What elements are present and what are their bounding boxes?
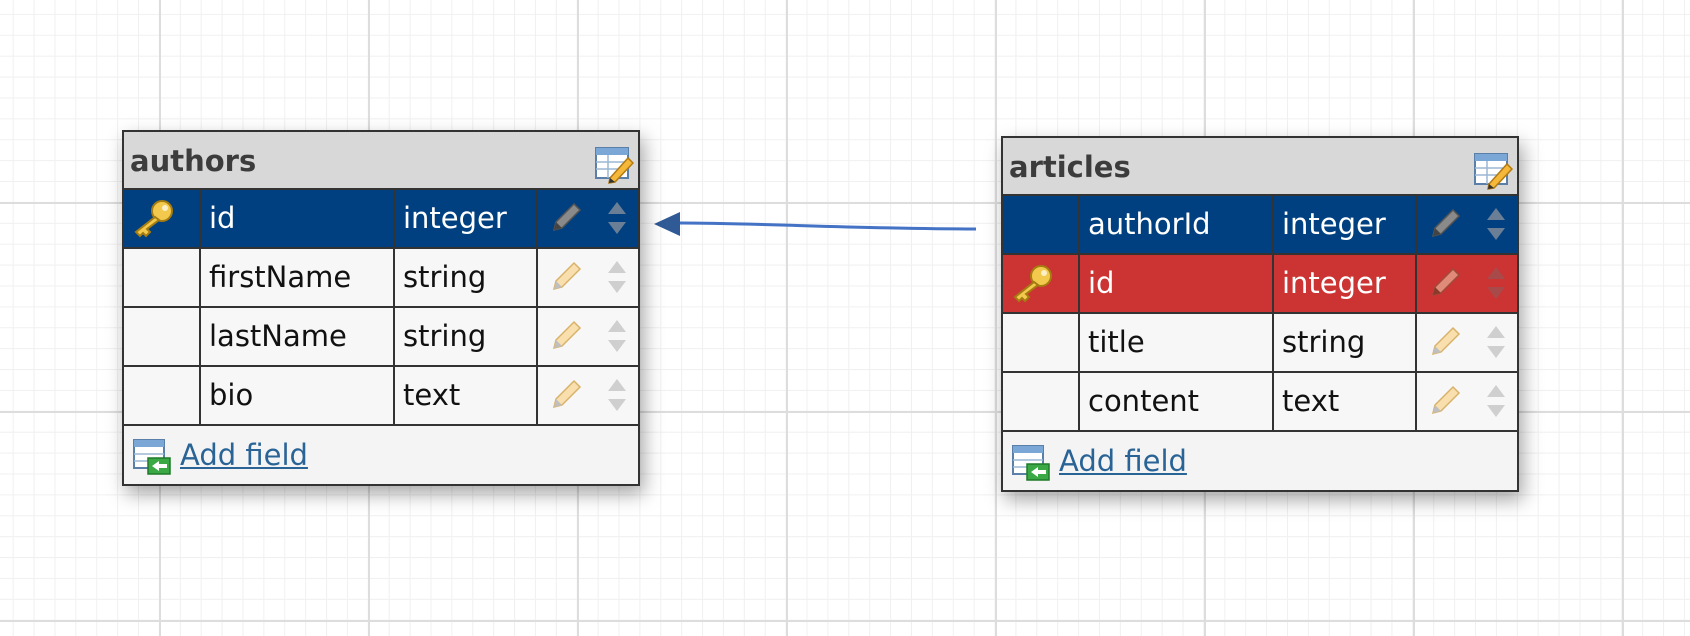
field-controls bbox=[1417, 373, 1517, 430]
pencil-icon[interactable] bbox=[1429, 383, 1463, 417]
sort-arrows-icon[interactable] bbox=[606, 200, 628, 236]
sort-arrows-icon[interactable] bbox=[606, 318, 628, 354]
key-cell bbox=[124, 249, 201, 306]
field-name[interactable]: firstName bbox=[201, 249, 395, 306]
relation-line bbox=[679, 221, 977, 231]
table-row[interactable]: lastName string bbox=[124, 308, 638, 367]
table-row[interactable]: firstName string bbox=[124, 249, 638, 308]
pencil-icon[interactable] bbox=[1429, 265, 1463, 299]
sort-arrows-icon[interactable] bbox=[606, 259, 628, 295]
field-name[interactable]: id bbox=[201, 190, 395, 247]
key-cell bbox=[1003, 373, 1080, 430]
relation-arrowhead bbox=[654, 212, 680, 236]
field-controls bbox=[538, 190, 638, 247]
pencil-icon[interactable] bbox=[1429, 206, 1463, 240]
field-name[interactable]: title bbox=[1080, 314, 1274, 371]
table-row[interactable]: authorId integer bbox=[1003, 196, 1517, 255]
key-icon bbox=[134, 200, 173, 238]
add-field-link[interactable]: Add field bbox=[1059, 444, 1187, 478]
sort-arrows-icon[interactable] bbox=[1485, 206, 1507, 242]
field-type[interactable]: integer bbox=[395, 190, 538, 247]
table-footer: Add field bbox=[124, 426, 638, 484]
field-type[interactable]: integer bbox=[1274, 255, 1417, 312]
field-name[interactable]: bio bbox=[201, 367, 395, 424]
field-name[interactable]: content bbox=[1080, 373, 1274, 430]
table-header[interactable]: authors bbox=[124, 132, 638, 190]
field-controls bbox=[538, 249, 638, 306]
field-controls bbox=[1417, 255, 1517, 312]
pencil-icon[interactable] bbox=[550, 259, 584, 293]
key-cell bbox=[124, 367, 201, 424]
pencil-icon[interactable] bbox=[550, 200, 584, 234]
key-cell bbox=[1003, 314, 1080, 371]
table-row[interactable]: title string bbox=[1003, 314, 1517, 373]
sort-arrows-icon[interactable] bbox=[1485, 265, 1507, 301]
table-edit-icon[interactable] bbox=[1473, 150, 1513, 190]
key-cell bbox=[1003, 255, 1080, 312]
table-articles[interactable]: articles authorId integer bbox=[1001, 136, 1519, 492]
field-type[interactable]: string bbox=[395, 249, 538, 306]
field-controls bbox=[538, 367, 638, 424]
table-row[interactable]: id integer bbox=[124, 190, 638, 249]
table-title: authors bbox=[130, 144, 257, 178]
add-field-icon[interactable] bbox=[132, 438, 172, 476]
field-type[interactable]: string bbox=[395, 308, 538, 365]
key-cell bbox=[1003, 196, 1080, 253]
field-type[interactable]: text bbox=[395, 367, 538, 424]
table-row[interactable]: content text bbox=[1003, 373, 1517, 432]
table-title: articles bbox=[1009, 150, 1131, 184]
table-row[interactable]: bio text bbox=[124, 367, 638, 426]
field-type[interactable]: integer bbox=[1274, 196, 1417, 253]
table-authors[interactable]: authors id integer bbox=[122, 130, 640, 486]
add-field-icon[interactable] bbox=[1011, 444, 1051, 482]
pencil-icon[interactable] bbox=[550, 318, 584, 352]
add-field-link[interactable]: Add field bbox=[180, 438, 308, 472]
sort-arrows-icon[interactable] bbox=[606, 377, 628, 413]
sort-arrows-icon[interactable] bbox=[1485, 324, 1507, 360]
table-edit-icon[interactable] bbox=[594, 144, 634, 184]
field-name[interactable]: authorId bbox=[1080, 196, 1274, 253]
table-footer: Add field bbox=[1003, 432, 1517, 490]
table-row[interactable]: id integer bbox=[1003, 255, 1517, 314]
field-controls bbox=[1417, 314, 1517, 371]
field-type[interactable]: text bbox=[1274, 373, 1417, 430]
field-controls bbox=[538, 308, 638, 365]
pencil-icon[interactable] bbox=[550, 377, 584, 411]
field-controls bbox=[1417, 196, 1517, 253]
field-name[interactable]: lastName bbox=[201, 308, 395, 365]
key-cell bbox=[124, 190, 201, 247]
field-type[interactable]: string bbox=[1274, 314, 1417, 371]
table-header[interactable]: articles bbox=[1003, 138, 1517, 196]
field-name[interactable]: id bbox=[1080, 255, 1274, 312]
sort-arrows-icon[interactable] bbox=[1485, 383, 1507, 419]
key-icon bbox=[1013, 265, 1052, 303]
key-cell bbox=[124, 308, 201, 365]
pencil-icon[interactable] bbox=[1429, 324, 1463, 358]
